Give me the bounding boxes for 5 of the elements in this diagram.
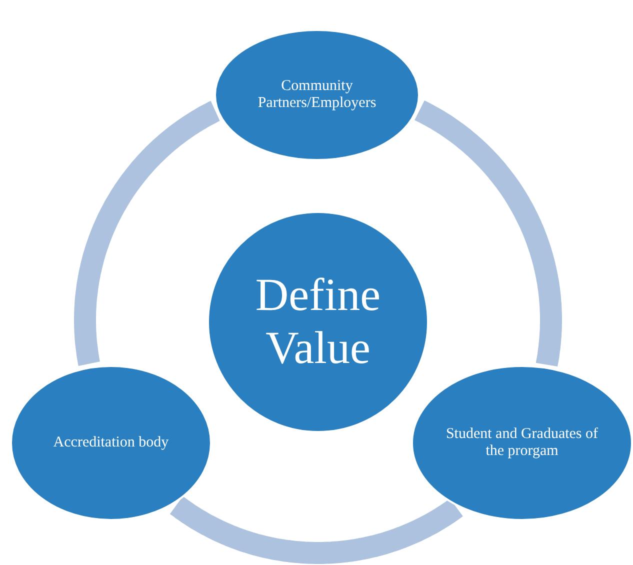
node-label: Define Value	[254, 269, 382, 375]
node-label: Student and Graduates of the prorgam	[444, 426, 600, 460]
node-label: Community Partners/Employers	[256, 78, 378, 112]
arc-connector	[167, 496, 466, 564]
node-label: Accreditation body	[52, 434, 170, 452]
